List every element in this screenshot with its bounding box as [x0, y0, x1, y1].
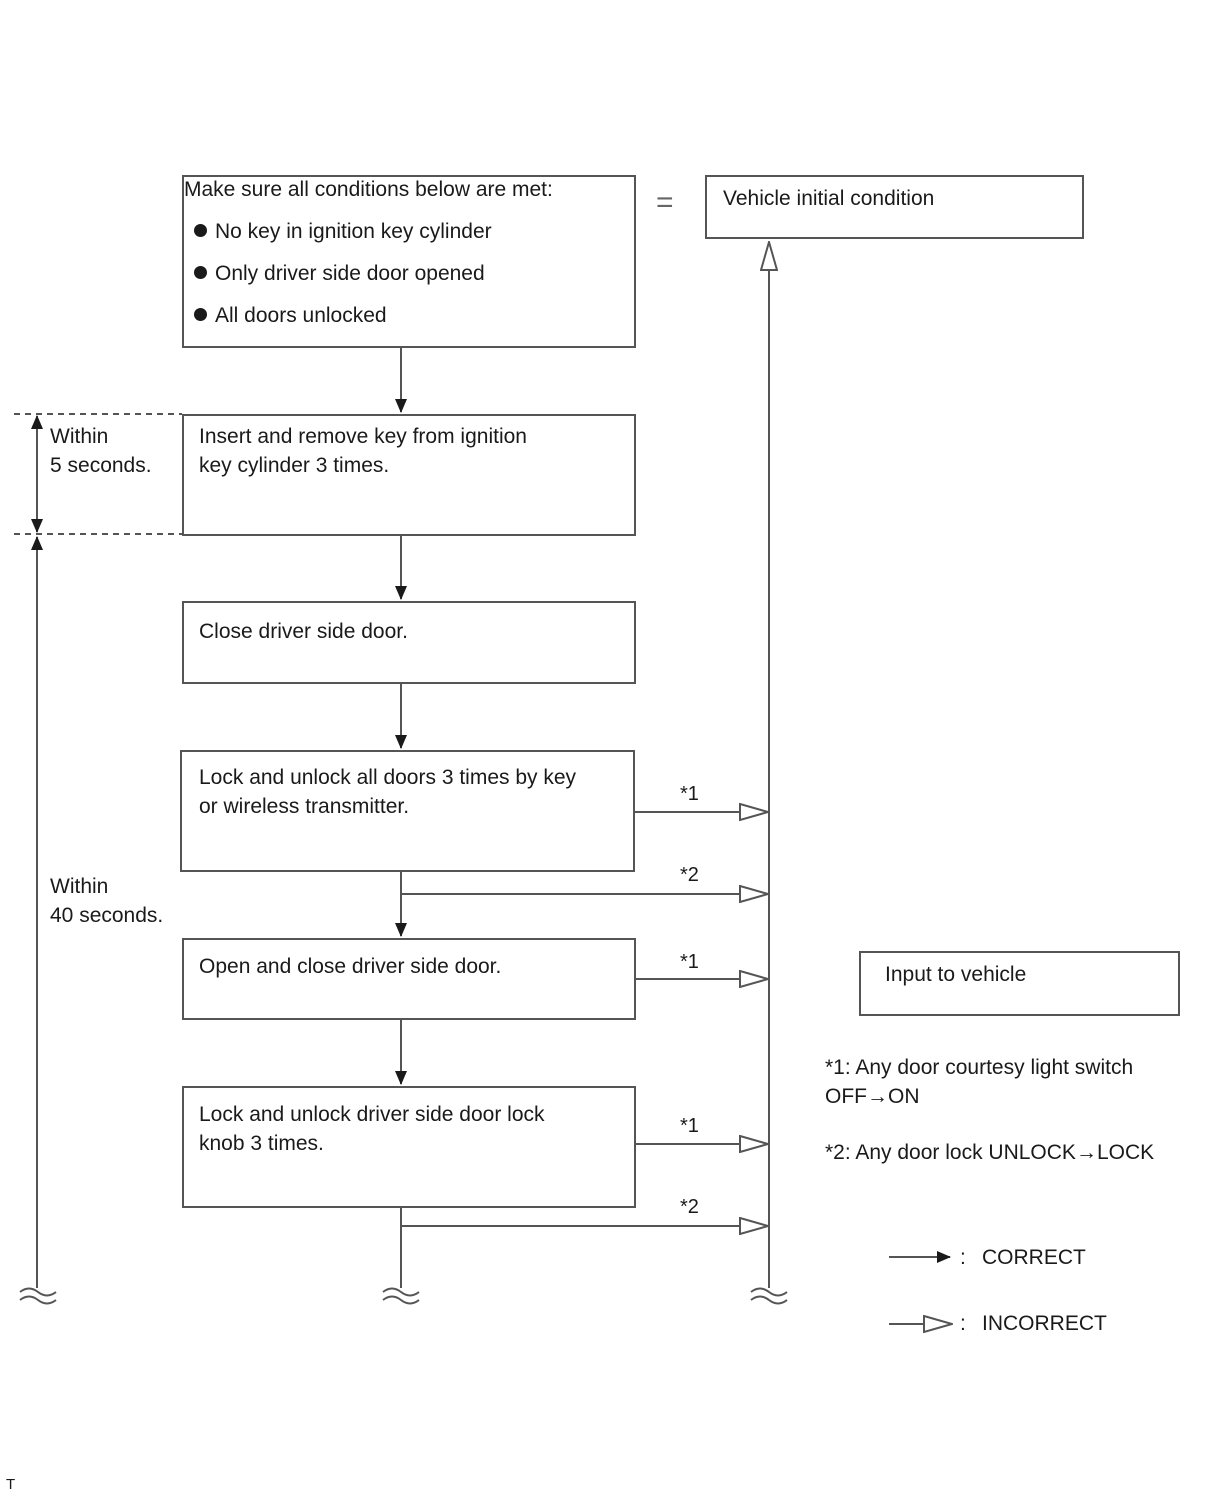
step-lock-unlock-all-doors-text: Lock and unlock all doors 3 times by key… — [199, 766, 577, 818]
break-mark-center — [382, 1287, 420, 1305]
legend-note-1: *1: Any door courtesy light switch OFF→O… — [825, 1056, 1134, 1108]
legend-correct-separator: : — [960, 1246, 966, 1269]
condition-no-key: No key in ignition key cylinder — [194, 217, 492, 246]
step-lock-unlock-all-doors: Lock and unlock all doors 3 times by key… — [180, 750, 635, 872]
step-insert-remove-key-text: Insert and remove key from ignition key … — [199, 425, 527, 477]
step-open-close-driver-door-text: Open and close driver side door. — [199, 955, 502, 978]
step-close-driver-door: Close driver side door. — [182, 601, 636, 684]
legend-input-box: Input to vehicle — [859, 951, 1180, 1016]
input-mark-step4-star1: *1 — [680, 951, 699, 973]
condition-driver-door-open: Only driver side door opened — [194, 259, 485, 288]
start-conditions-heading: Make sure all conditions below are met: — [184, 178, 553, 201]
equals-sign: = — [656, 186, 674, 219]
legend-correct-label: CORRECT — [982, 1246, 1086, 1269]
corner-mark: T — [6, 1476, 16, 1493]
input-mark-step5-star2: *2 — [680, 1196, 699, 1218]
input-mark-step3-star1: *1 — [680, 783, 699, 805]
step-lock-unlock-knob-text: Lock and unlock driver side door lock kn… — [199, 1103, 545, 1155]
step-insert-remove-key: Insert and remove key from ignition key … — [182, 414, 636, 536]
legend-note-2: *2: Any door lock UNLOCK→LOCK — [825, 1141, 1155, 1164]
legend-incorrect-label: INCORRECT — [982, 1312, 1107, 1335]
start-conditions-box: Make sure all conditions below are met: … — [182, 175, 636, 348]
break-mark-right — [750, 1287, 788, 1305]
step-open-close-driver-door: Open and close driver side door. — [182, 938, 636, 1020]
input-mark-step3-star2: *2 — [680, 864, 699, 886]
within-5-seconds-label: Within 5 seconds. — [50, 425, 152, 477]
initial-condition-label: Vehicle initial condition — [723, 187, 935, 210]
legend-incorrect-separator: : — [960, 1312, 966, 1335]
step-close-driver-door-text: Close driver side door. — [199, 620, 408, 643]
input-mark-step5-star1: *1 — [680, 1115, 699, 1137]
initial-condition-box: Vehicle initial condition — [705, 175, 1084, 239]
condition-doors-unlocked: All doors unlocked — [194, 301, 387, 330]
step-lock-unlock-knob: Lock and unlock driver side door lock kn… — [182, 1086, 636, 1208]
within-40-seconds-label: Within 40 seconds. — [50, 875, 164, 927]
legend-input-box-label: Input to vehicle — [885, 963, 1027, 986]
break-mark-left — [19, 1287, 57, 1305]
